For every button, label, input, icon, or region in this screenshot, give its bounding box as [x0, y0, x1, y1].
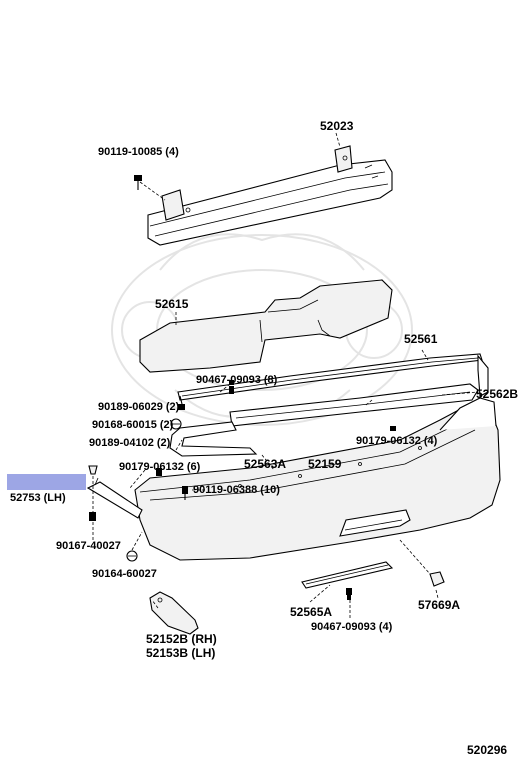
label-90467-09093-8[interactable]: 90467-09093 (8) [196, 374, 278, 386]
label-52565A[interactable]: 52565A [290, 605, 333, 619]
bumper-support-52562B[interactable] [229, 383, 479, 427]
bumper-retainer-52563A[interactable] [169, 421, 258, 457]
label-90189-04102[interactable]: 90189-04102 (2) [89, 437, 171, 449]
bumper-cover-52159[interactable] [134, 397, 501, 561]
label-52563A[interactable]: 52563A [244, 457, 287, 471]
label-90467-09093-4[interactable]: 90467-09093 (4) [311, 621, 393, 633]
fasteners[interactable] [88, 380, 445, 600]
label-57669A[interactable]: 57669A [418, 598, 461, 612]
figure-number: 520296 [467, 743, 508, 757]
label-90168-60015[interactable]: 90168-60015 (2) [92, 419, 174, 431]
bumper-absorber-52615[interactable] [139, 279, 393, 373]
label-90119-10085[interactable]: 90119-10085 (4) [98, 146, 179, 158]
side-bracket-52753[interactable] [86, 477, 143, 519]
bolt-90119-10085[interactable] [134, 175, 166, 201]
label-90179-06132-4[interactable]: 90179-06132 (4) [356, 435, 438, 447]
label-52023[interactable]: 52023 [320, 119, 354, 133]
label-52753-lh[interactable]: 52753 (LH) [10, 492, 66, 504]
label-52562B[interactable]: 52562B [476, 387, 519, 401]
label-52159[interactable]: 52159 [308, 457, 342, 471]
leader-lines [92, 312, 479, 618]
label-90119-06388[interactable]: 90119-06388 (10) [193, 484, 280, 496]
label-90164-60027[interactable]: 90164-60027 [92, 568, 157, 580]
label-90179-06132-6[interactable]: 90179-06132 (6) [119, 461, 201, 473]
bumper-retainer-52561[interactable] [177, 353, 489, 401]
label-52153B-lh[interactable]: 52153B (LH) [146, 646, 216, 660]
label-90189-06029[interactable]: 90189-06029 (2) [98, 401, 180, 413]
bumper-panel-52565A[interactable] [301, 561, 394, 589]
label-52152B-rh[interactable]: 52152B (RH) [146, 632, 217, 646]
part-highlight [7, 474, 86, 490]
label-52561[interactable]: 52561 [404, 332, 438, 346]
bumper-extension-52152B[interactable] [149, 591, 199, 635]
label-52615[interactable]: 52615 [155, 297, 189, 311]
bumper-reinforcement-52023[interactable] [147, 145, 393, 246]
label-90167-40027[interactable]: 90167-40027 [56, 540, 121, 552]
